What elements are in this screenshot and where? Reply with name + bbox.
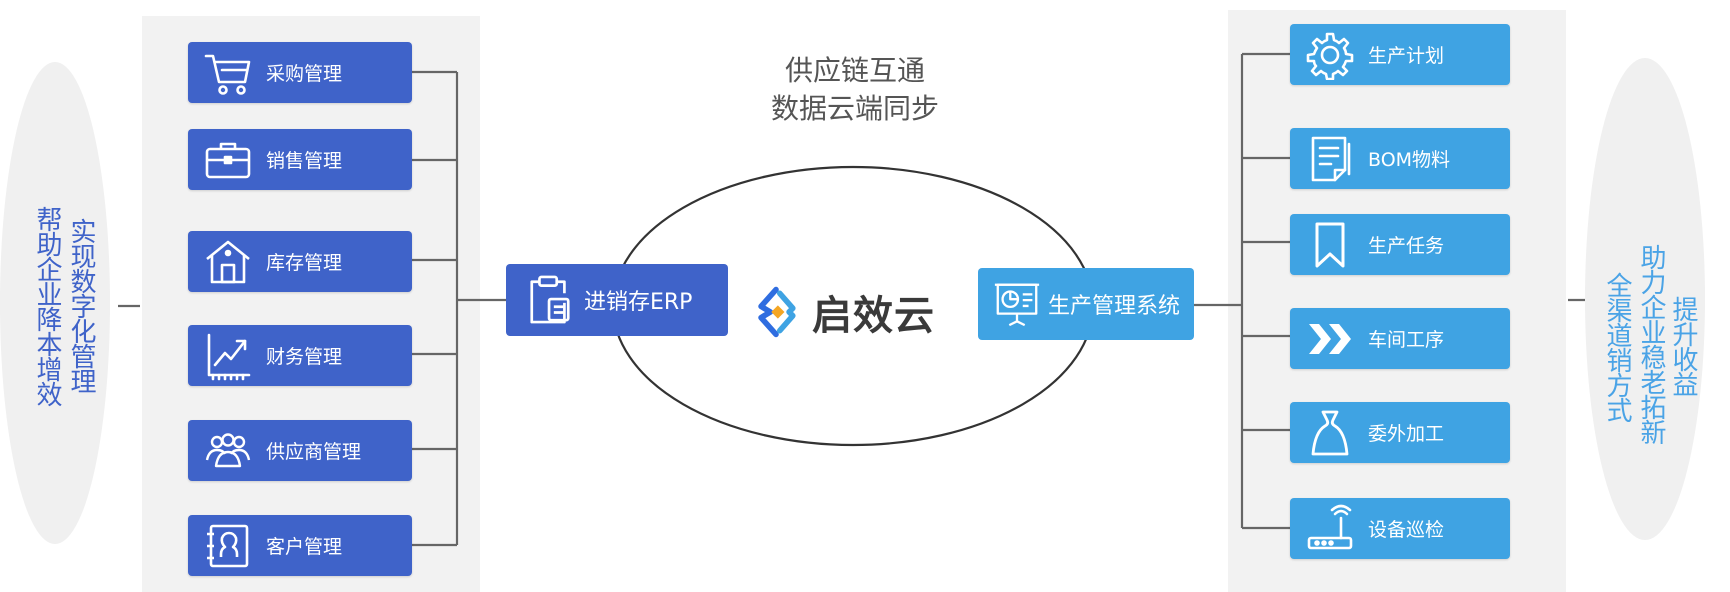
module-production-task[interactable]: 生产任务 (1290, 214, 1510, 275)
module-label: 财务管理 (266, 346, 343, 368)
center-title-line-1: 供应链互通 (784, 54, 925, 87)
center-title-line-2: 数据云端同步 (770, 92, 939, 125)
presentation-board-icon (992, 277, 1044, 331)
center-title: 供应链互通 数据云端同步 (720, 52, 990, 128)
brand-name: 启效云 (812, 293, 935, 339)
module-label: 设备巡检 (1368, 519, 1445, 541)
module-label: 供应商管理 (266, 441, 362, 463)
module-finance-management[interactable]: 财务管理 (188, 325, 412, 386)
chart-growth-icon (202, 330, 254, 382)
module-label: 库存管理 (266, 252, 343, 274)
module-inventory-management[interactable]: 库存管理 (188, 231, 412, 292)
weight-icon (1304, 407, 1356, 459)
module-label: 委外加工 (1368, 423, 1445, 445)
module-label: 生产任务 (1368, 235, 1445, 257)
router-icon (1304, 503, 1356, 555)
module-sales-management[interactable]: 销售管理 (188, 129, 412, 190)
production-hub[interactable]: 生产管理系统 (978, 268, 1194, 340)
module-label: 客户管理 (266, 536, 343, 558)
module-label: 车间工序 (1368, 329, 1445, 351)
left-module-panel (142, 16, 480, 592)
module-supplier-management[interactable]: 供应商管理 (188, 420, 412, 481)
shopping-cart-icon (202, 47, 254, 99)
right-slogan-line-2: 助力企业稳老拓新 (1636, 244, 1666, 444)
document-icon (1304, 133, 1356, 185)
module-outsourced-processing[interactable]: 委外加工 (1290, 402, 1510, 463)
right-slogan-line-3: 提升收益 (1668, 296, 1698, 396)
left-slogan-line-1: 帮助企业降本增效 (32, 206, 62, 406)
module-label: BOM物料 (1368, 149, 1451, 171)
module-label: 生产计划 (1368, 45, 1445, 67)
module-equipment-inspection[interactable]: 设备巡检 (1290, 498, 1510, 559)
module-label: 采购管理 (266, 63, 343, 85)
right-side-ellipse (1585, 58, 1705, 540)
clipboard-icon (526, 273, 576, 327)
brand-mark-icon (758, 286, 796, 338)
warehouse-icon (202, 236, 254, 288)
contact-card-icon (202, 520, 254, 572)
module-workshop-process[interactable]: 车间工序 (1290, 308, 1510, 369)
briefcase-icon (202, 134, 254, 186)
module-purchase-management[interactable]: 采购管理 (188, 42, 412, 103)
right-slogan-line-1: 全渠道销方式 (1602, 272, 1632, 422)
module-label: 销售管理 (266, 150, 343, 172)
double-chevron-icon (1304, 313, 1356, 365)
right-module-panel (1228, 10, 1566, 592)
gear-icon (1304, 29, 1356, 81)
production-label: 生产管理系统 (1048, 294, 1181, 319)
module-customer-management[interactable]: 客户管理 (188, 515, 412, 576)
bookmark-icon (1304, 219, 1356, 271)
erp-hub[interactable]: 进销存ERP (506, 264, 728, 336)
module-bom-material[interactable]: BOM物料 (1290, 128, 1510, 189)
group-icon (202, 425, 254, 477)
left-slogan-line-2: 实现数字化管理 (66, 218, 96, 393)
left-side-ellipse (0, 62, 110, 544)
module-production-plan[interactable]: 生产计划 (1290, 24, 1510, 85)
erp-label: 进销存ERP (584, 290, 693, 315)
brand-logo: 启效云 (748, 282, 935, 342)
